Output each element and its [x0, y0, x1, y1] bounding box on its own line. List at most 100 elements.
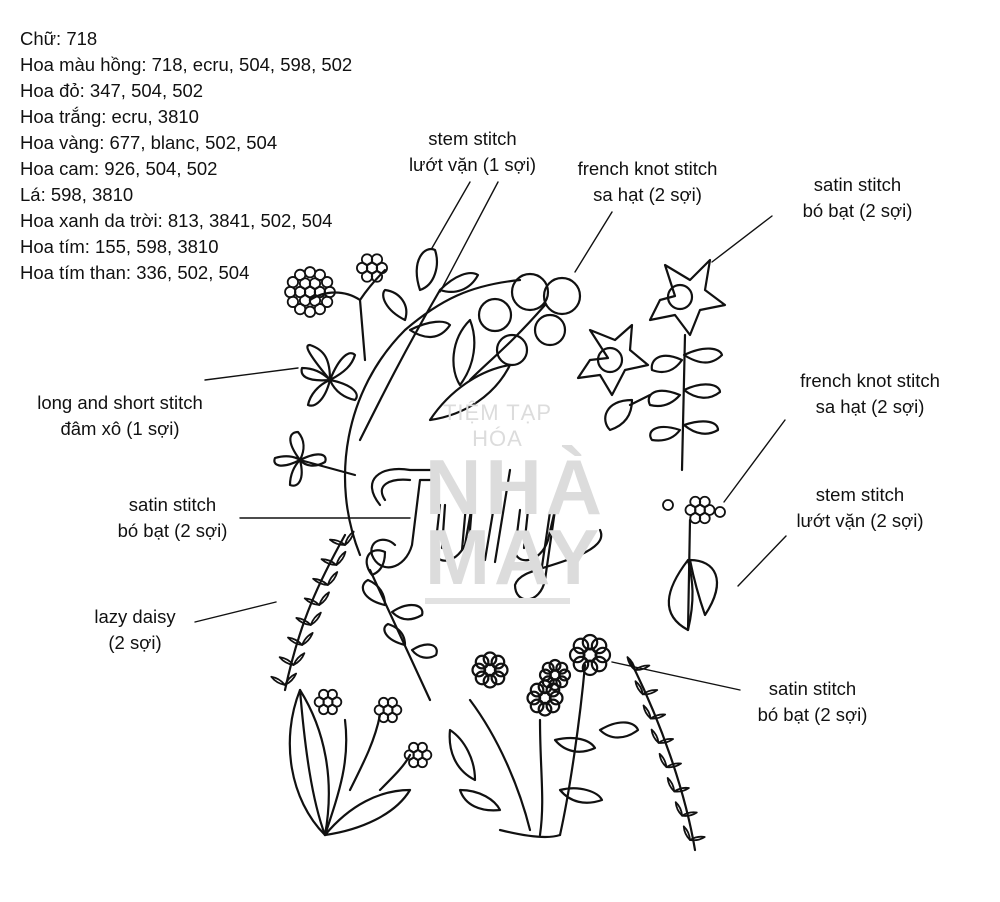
daisy-petal — [572, 655, 590, 673]
watermark-line-1: TIỆM TẠP HÓA — [442, 400, 553, 451]
label-lazy-daisy: lazy daisy (2 sợi) — [94, 606, 176, 653]
legend-item: Hoa cam: 926, 504, 502 — [20, 158, 218, 179]
french-knot — [370, 253, 384, 266]
daisy-petal — [590, 655, 608, 673]
french-knot — [286, 295, 299, 308]
knot-flower-right — [662, 495, 726, 632]
french-knot — [408, 741, 420, 753]
fern-leaf — [665, 762, 682, 769]
fern-leaf — [673, 786, 690, 793]
daisy-petal — [568, 646, 586, 664]
daisy-petal — [471, 662, 487, 678]
label-satin-stitch-left: satin stitch bó bạt (2 sợi) — [117, 494, 228, 541]
label-french-knot-top: french knot stitch sa hạt (2 sợi) — [577, 158, 718, 205]
fern-leaf — [682, 825, 691, 841]
fern-leaf — [301, 632, 314, 646]
fern-leaf — [650, 728, 660, 744]
daisy-petal — [548, 690, 564, 706]
french-knot — [378, 696, 390, 708]
fern-leaf — [657, 738, 674, 744]
fern-leaf — [329, 538, 346, 546]
fern-leaf — [320, 558, 338, 566]
daisy-petal — [594, 646, 612, 664]
daisy-petal — [541, 661, 555, 675]
watermark-line-3: MAY — [425, 513, 604, 601]
legend-item: Lá: 598, 3810 — [20, 184, 134, 205]
daisy-petal — [474, 670, 490, 686]
daisy-petal — [482, 673, 498, 689]
french-knot — [313, 268, 326, 281]
label-satin-stitch-top: satin stitch bó bạt (2 sợi) — [802, 174, 913, 221]
label-french-knot-right: french knot stitch sa hạt (2 sợi) — [800, 370, 940, 417]
fern-leaf — [344, 530, 355, 546]
daisy-center — [582, 647, 598, 663]
legend-item: Hoa tím than: 336, 502, 504 — [20, 262, 250, 283]
fern-leaf — [674, 801, 684, 817]
fern-leaf — [309, 611, 322, 626]
fern-leaf — [326, 571, 339, 586]
watermark-line-2: NHÀ — [425, 443, 606, 531]
fern-leaf — [318, 591, 330, 606]
daisy-petal — [581, 633, 599, 651]
fern-leaf — [278, 656, 295, 666]
bottom-left-group — [288, 688, 433, 837]
pointer-lines — [194, 181, 787, 691]
fern-leaf — [292, 652, 306, 666]
french-knot — [294, 303, 307, 316]
french-knot — [326, 688, 338, 700]
legend-item: Hoa trắng: ecru, 3810 — [20, 106, 199, 127]
legend-item: Hoa tím: 155, 598, 3810 — [20, 236, 219, 257]
french-knot — [321, 295, 334, 308]
daisy-petal — [493, 662, 509, 678]
fern-leaf — [642, 704, 652, 720]
daisy-petal — [590, 637, 608, 655]
french-knot — [698, 495, 711, 508]
july-lettering — [370, 467, 603, 601]
daisy-petal — [537, 701, 553, 717]
french-knot — [318, 688, 330, 700]
daisy-petal — [555, 675, 569, 689]
fern-sprig-top — [358, 247, 480, 442]
daisy-petal — [529, 698, 545, 714]
fern-bottom-right — [626, 656, 706, 852]
legend-item: Hoa xanh da trời: 813, 3841, 502, 504 — [20, 210, 333, 231]
french-knot — [386, 712, 398, 724]
fern-leaf — [284, 672, 298, 686]
fern-leaf — [641, 689, 659, 696]
french-knot — [370, 270, 384, 283]
label-satin-stitch-bottom: satin stitch bó bạt (2 sợi) — [757, 678, 868, 725]
french-knot — [284, 285, 297, 299]
label-long-short-stitch: long and short stitch đâm xô (1 sợi) — [37, 392, 203, 439]
legend-item: Hoa vàng: 677, blanc, 502, 504 — [20, 132, 278, 153]
four-petal-flower-lower — [273, 430, 357, 487]
fern-leaf — [287, 636, 304, 646]
watermark: TIỆM TẠP HÓA NHÀ MAY — [425, 400, 606, 604]
four-petal-flower-upper — [300, 343, 358, 407]
fern-leaf — [270, 675, 286, 686]
french-knot — [321, 276, 334, 289]
french-knot — [416, 757, 428, 769]
daisy-petal — [555, 661, 569, 675]
daisy-petal — [482, 651, 498, 667]
french-knot — [386, 696, 398, 708]
fern-leaf — [295, 617, 312, 626]
daisy-petal — [541, 675, 555, 689]
fern-lazy-daisy — [270, 530, 355, 692]
color-legend: Chữ: 718 Hoa màu hồng: 718, ecru, 504, 5… — [20, 26, 352, 286]
fern-leaf — [634, 680, 644, 696]
daisy-petal — [529, 682, 545, 698]
daisy-petal — [490, 670, 506, 686]
fern-leaf — [681, 811, 698, 817]
leaf-sprig-center — [361, 549, 438, 702]
daisy-cluster — [448, 633, 640, 839]
daisy-petal — [572, 637, 590, 655]
fern-leaf — [666, 777, 676, 793]
french-knot — [303, 305, 317, 318]
frame-stem — [343, 278, 522, 557]
fern-leaf — [658, 752, 668, 769]
french-knot — [689, 495, 702, 508]
daisy-center — [483, 663, 497, 677]
daisy-petal — [490, 654, 506, 670]
berry-cluster-top — [428, 272, 582, 422]
fern-leaf — [335, 550, 347, 566]
